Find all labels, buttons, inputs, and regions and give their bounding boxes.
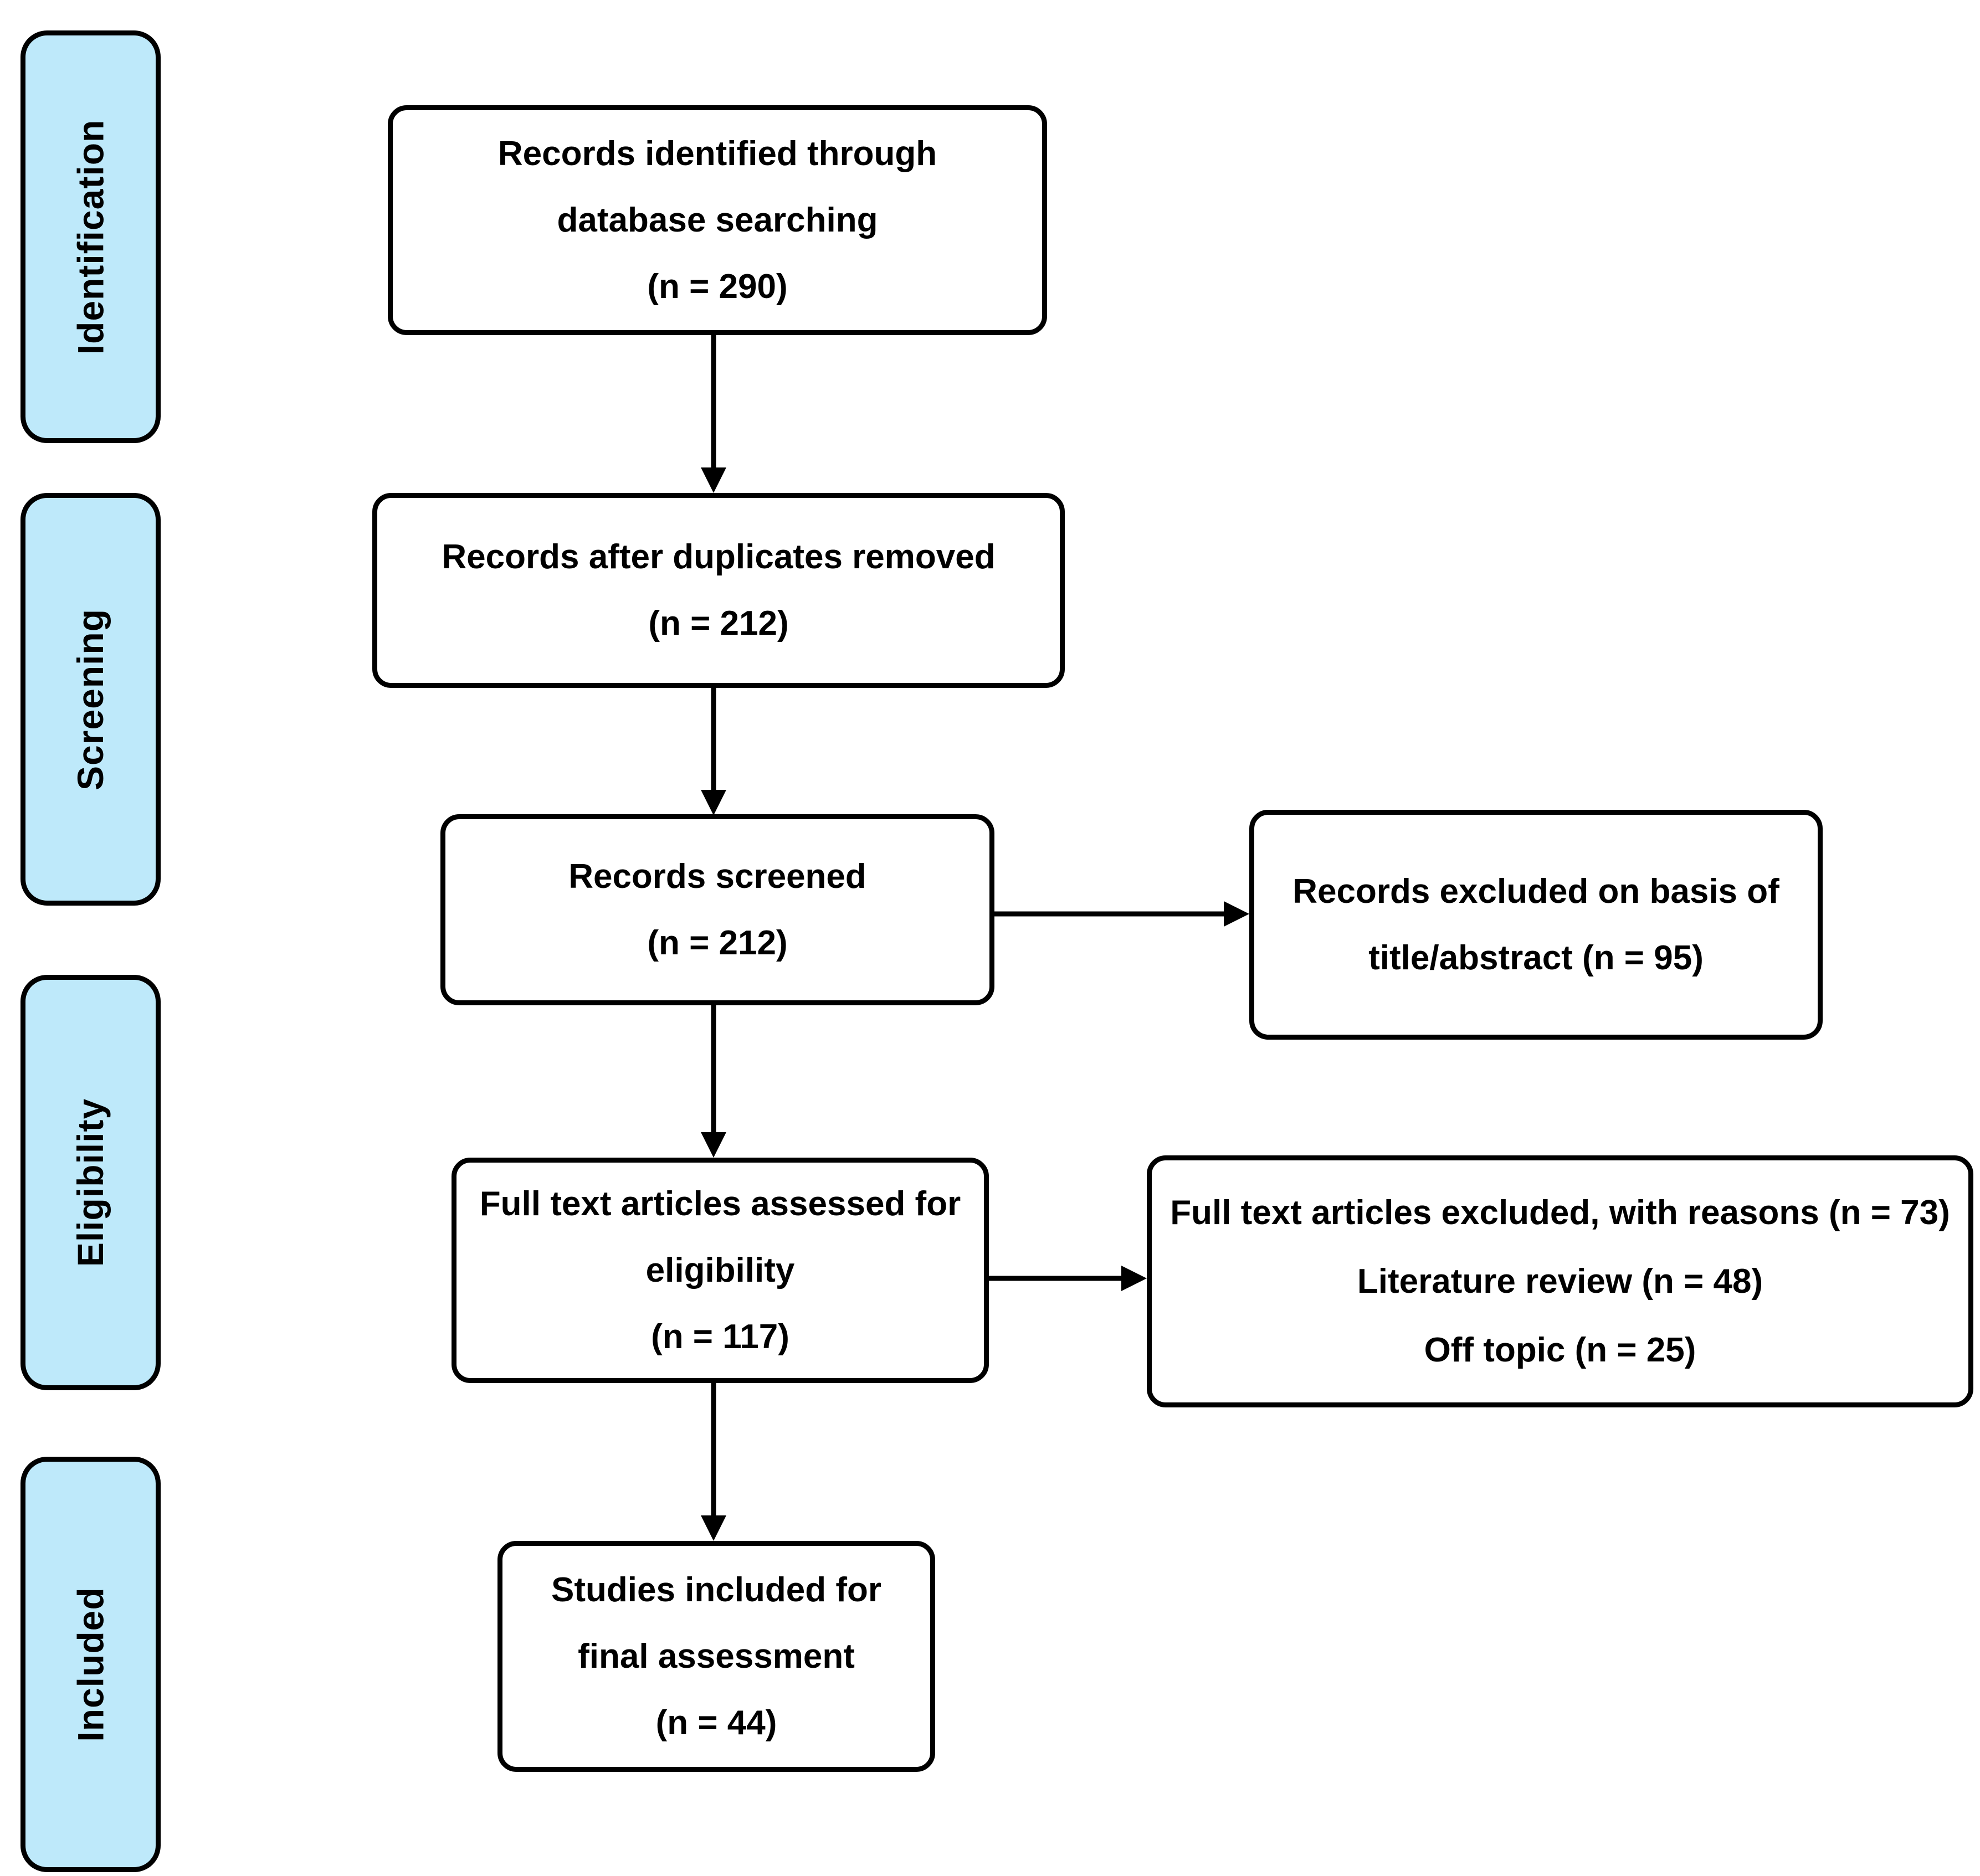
node-text-line: (n = 212) <box>647 923 788 962</box>
node-records-excluded: Records excluded on basis of title/abstr… <box>1249 810 1823 1040</box>
stage-label-identification: Identification <box>70 119 111 354</box>
arrow-screened-to-excluded <box>994 901 1249 927</box>
node-text-line: Full text articles assessed for <box>479 1184 961 1223</box>
arrow-right-icon <box>1224 901 1249 927</box>
stage-label-screening: Screening <box>70 608 111 790</box>
node-text-line: Studies included for <box>551 1570 881 1609</box>
arrow-fulltext-to-excluded <box>989 1266 1147 1291</box>
node-text-line: eligibility <box>645 1251 795 1289</box>
node-text-line: (n = 44) <box>655 1703 777 1742</box>
node-fulltext-assessed: Full text articles assessed for eligibil… <box>452 1158 989 1383</box>
node-text-line: Records excluded on basis of <box>1292 872 1779 911</box>
node-text-line: Off topic (n = 25) <box>1424 1330 1696 1369</box>
stage-eligibility: Eligibility <box>20 975 161 1390</box>
node-text-line: (n = 290) <box>647 267 788 306</box>
stage-identification: Identification <box>20 30 161 443</box>
arrow-shaft <box>711 335 716 470</box>
node-records-identified: Records identified through database sear… <box>388 105 1047 335</box>
arrow-duplicates-to-screened <box>701 688 726 815</box>
stage-label-eligibility: Eligibility <box>70 1098 111 1267</box>
arrow-down-icon <box>701 467 726 493</box>
arrow-shaft <box>994 911 1226 917</box>
node-text-line: Full text articles excluded, with reason… <box>1170 1193 1950 1232</box>
node-text-line: (n = 117) <box>651 1317 789 1356</box>
arrow-down-icon <box>701 1515 726 1541</box>
node-text-line: (n = 212) <box>648 604 789 643</box>
arrow-screened-to-fulltext <box>701 1005 726 1158</box>
node-text-line: final assessment <box>578 1637 855 1675</box>
arrow-shaft <box>989 1276 1124 1281</box>
arrow-right-icon <box>1121 1266 1147 1291</box>
node-fulltext-excluded: Full text articles excluded, with reason… <box>1147 1155 1973 1407</box>
node-records-screened: Records screened (n = 212) <box>440 814 994 1005</box>
arrow-shaft <box>711 1005 716 1134</box>
stage-screening: Screening <box>20 493 161 906</box>
arrow-down-icon <box>701 1132 726 1158</box>
arrow-identified-to-duplicates <box>701 335 726 493</box>
arrow-shaft <box>711 1383 716 1518</box>
stage-label-included: Included <box>70 1587 111 1742</box>
node-text-line: title/abstract (n = 95) <box>1368 938 1704 977</box>
arrow-fulltext-to-included <box>701 1383 726 1541</box>
arrow-shaft <box>711 688 716 792</box>
node-studies-included: Studies included for final assessment (n… <box>497 1541 935 1772</box>
node-text-line: Records after duplicates removed <box>442 538 996 576</box>
node-text-line: Literature review (n = 48) <box>1357 1262 1763 1301</box>
stage-included: Included <box>20 1457 161 1872</box>
node-text-line: database searching <box>557 201 878 239</box>
node-duplicates-removed: Records after duplicates removed (n = 21… <box>372 493 1065 688</box>
arrow-down-icon <box>701 790 726 815</box>
node-text-line: Records identified through <box>497 134 937 173</box>
node-text-line: Records screened <box>568 857 866 896</box>
